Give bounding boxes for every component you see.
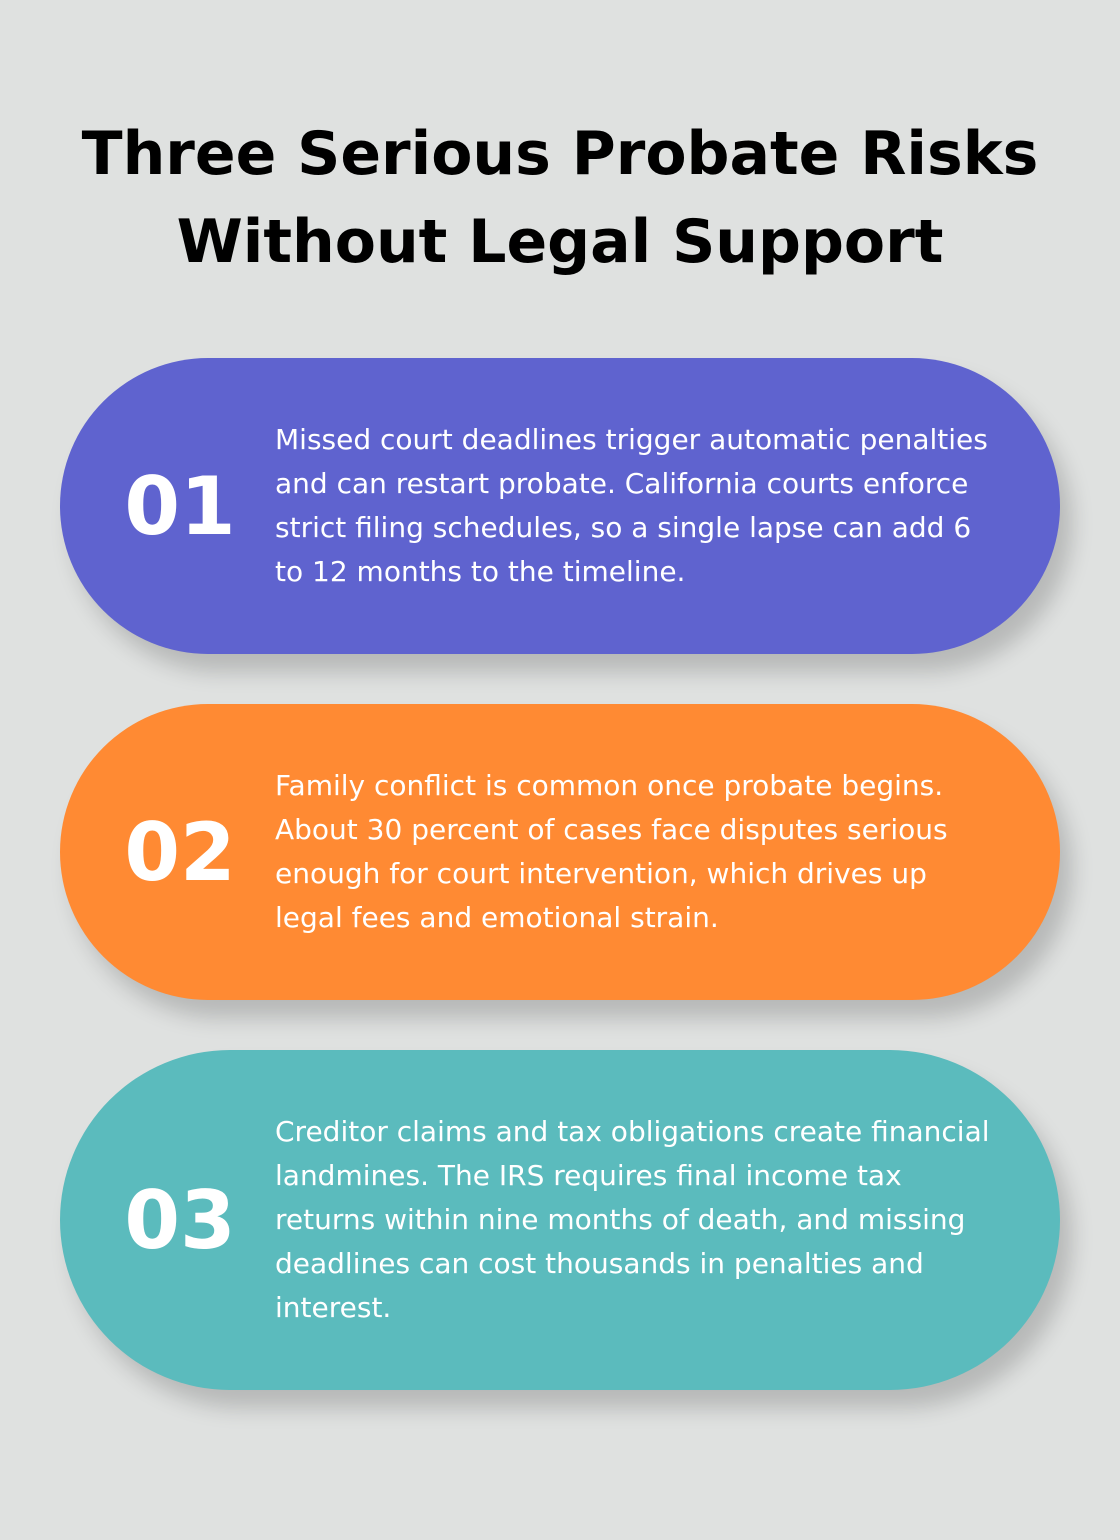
risk-description: Creditor claims and tax obligations crea… (275, 1115, 990, 1324)
risk-number: 02 (124, 805, 236, 899)
risk-description: Missed court deadlines trigger automatic… (275, 423, 988, 588)
risk-description: Family conflict is common once probate b… (275, 769, 948, 934)
risk-card-1: 01 Missed court deadlines trigger automa… (60, 358, 1060, 654)
risk-number: 03 (124, 1173, 236, 1267)
risk-number: 01 (124, 459, 236, 553)
page-title: Three Serious Probate Risks Without Lega… (81, 119, 1039, 277)
risk-card-3: 03 Creditor claims and tax obligations c… (60, 1050, 1060, 1390)
risk-card-2: 02 Family conflict is common once probat… (60, 704, 1060, 1000)
